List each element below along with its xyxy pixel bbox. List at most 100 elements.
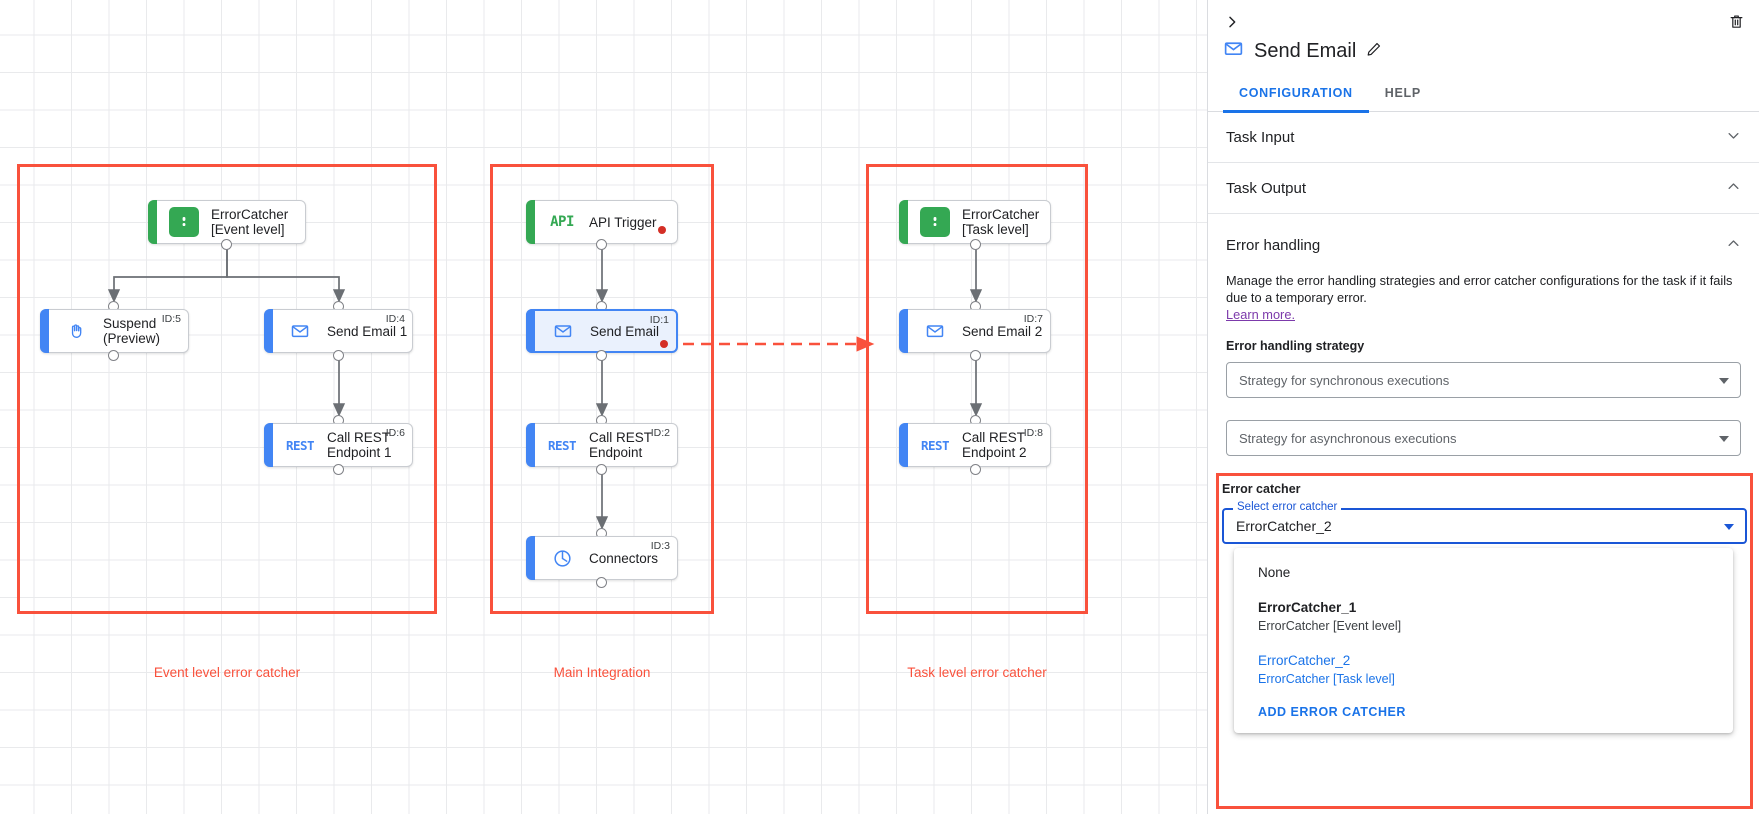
node-call-rest-endpoint-1[interactable]: REST Call REST Endpoint 1 ID:6 <box>264 423 413 467</box>
async-strategy-value: Strategy for asynchronous executions <box>1239 430 1457 446</box>
sync-strategy-select[interactable]: Strategy for synchronous executions <box>1226 362 1741 398</box>
node-id-tag: ID:4 <box>385 313 405 325</box>
section-title: Task Input <box>1226 128 1295 146</box>
node-error-indicator <box>660 340 668 348</box>
section-title: Error handling <box>1226 236 1321 254</box>
envelope-icon <box>548 316 578 346</box>
node-api-trigger[interactable]: API API Trigger <box>526 200 678 244</box>
chevron-up-icon <box>1726 179 1741 197</box>
learn-more-link[interactable]: Learn more. <box>1226 307 1295 322</box>
node-port-out[interactable] <box>970 464 981 475</box>
node-send-email[interactable]: Send Email ID:1 <box>526 309 678 353</box>
node-label: Call REST Endpoint 2 <box>962 430 1027 460</box>
node-port-out[interactable] <box>970 350 981 361</box>
node-accent-stripe <box>40 309 49 353</box>
error-catcher-block: Error catcher Select error catcher Error… <box>1222 482 1747 544</box>
menu-item-errorcatcher-1[interactable]: ErrorCatcher_1 ErrorCatcher [Event level… <box>1234 593 1733 640</box>
node-connectors[interactable]: Connectors ID:3 <box>526 536 678 580</box>
node-errorcatcher-event-level[interactable]: ErrorCatcher [Event level] <box>148 200 306 244</box>
error-catcher-icon <box>920 207 950 237</box>
node-id-tag: ID:2 <box>650 427 670 439</box>
panel-header: Send Email <box>1208 0 1759 78</box>
tab-configuration[interactable]: CONFIGURATION <box>1223 78 1369 113</box>
node-id-tag: ID:3 <box>650 540 670 552</box>
node-suspend[interactable]: Suspend (Preview) ID:5 <box>40 309 189 353</box>
panel-tabs: CONFIGURATION HELP <box>1208 78 1759 113</box>
select-error-catcher-dropdown[interactable]: Select error catcher ErrorCatcher_2 <box>1222 501 1747 544</box>
node-send-email-1[interactable]: Send Email 1 ID:4 <box>264 309 413 353</box>
group-label-event-level: Event level error catcher <box>153 665 301 680</box>
select-error-catcher-label: Select error catcher <box>1233 501 1342 513</box>
hand-icon <box>61 316 91 346</box>
menu-item-primary: None <box>1258 565 1291 580</box>
node-call-rest-endpoint[interactable]: REST Call REST Endpoint ID:2 <box>526 423 678 467</box>
node-label: ErrorCatcher [Event level] <box>211 207 289 237</box>
add-error-catcher-button[interactable]: ADD ERROR CATCHER <box>1258 705 1406 719</box>
node-port-out[interactable] <box>596 577 607 588</box>
node-port-out[interactable] <box>221 239 232 250</box>
group-box-main-integration <box>490 164 714 614</box>
task-config-panel: Send Email CONFIGURATION HELP Task Input… <box>1207 0 1759 814</box>
node-accent-stripe <box>264 423 273 467</box>
chevron-up-icon <box>1726 236 1741 254</box>
rest-icon: REST <box>285 437 315 453</box>
node-label: API Trigger <box>589 214 657 230</box>
error-handling-description: Manage the error handling strategies and… <box>1226 272 1741 323</box>
group-box-task-level <box>866 164 1088 614</box>
node-accent-stripe <box>526 536 535 580</box>
node-id-tag: ID:5 <box>161 313 181 325</box>
rest-icon: REST <box>547 437 577 453</box>
chevron-right-icon[interactable] <box>1218 8 1246 36</box>
node-send-email-2[interactable]: Send Email 2 ID:7 <box>899 309 1051 353</box>
error-catcher-icon <box>169 207 199 237</box>
node-port-out[interactable] <box>333 464 344 475</box>
node-label: Call REST Endpoint <box>589 430 653 460</box>
node-label: Send Email <box>590 323 660 339</box>
node-accent-stripe <box>148 200 157 244</box>
envelope-icon <box>285 316 315 346</box>
pencil-icon[interactable] <box>1366 41 1382 62</box>
node-label: Suspend (Preview) <box>103 316 161 346</box>
section-task-input[interactable]: Task Input <box>1208 112 1759 163</box>
chevron-down-icon <box>1726 128 1741 146</box>
menu-item-none[interactable]: None <box>1234 558 1733 587</box>
node-id-tag: ID:8 <box>1023 427 1043 439</box>
error-catcher-options-menu: None ErrorCatcher_1 ErrorCatcher [Event … <box>1234 548 1733 733</box>
section-error-handling: Error handling Manage the error handling… <box>1208 214 1759 456</box>
node-call-rest-endpoint-2[interactable]: REST Call REST Endpoint 2 ID:8 <box>899 423 1051 467</box>
node-port-out[interactable] <box>108 350 119 361</box>
node-port-out[interactable] <box>596 464 607 475</box>
node-label: Send Email 1 <box>327 323 408 339</box>
section-task-output[interactable]: Task Output <box>1208 163 1759 214</box>
description-text: Manage the error handling strategies and… <box>1226 273 1733 305</box>
menu-item-primary: ErrorCatcher_2 <box>1258 653 1351 668</box>
node-accent-stripe <box>899 309 908 353</box>
node-errorcatcher-task-level[interactable]: ErrorCatcher [Task level] <box>899 200 1051 244</box>
select-error-catcher-value: ErrorCatcher_2 <box>1236 518 1332 534</box>
node-port-out[interactable] <box>970 239 981 250</box>
async-strategy-select[interactable]: Strategy for asynchronous executions <box>1226 420 1741 456</box>
node-label: Call REST Endpoint 1 <box>327 430 392 460</box>
error-handling-header[interactable]: Error handling <box>1226 226 1741 264</box>
node-label: ErrorCatcher [Task level] <box>962 207 1040 237</box>
chevron-down-icon <box>1719 436 1729 442</box>
chevron-down-icon <box>1719 378 1729 384</box>
menu-item-secondary: ErrorCatcher [Event level] <box>1258 619 1402 633</box>
node-port-out[interactable] <box>333 350 344 361</box>
node-accent-stripe <box>526 200 535 244</box>
trash-icon[interactable] <box>1722 7 1750 35</box>
node-error-indicator <box>658 226 666 234</box>
node-port-out[interactable] <box>596 239 607 250</box>
envelope-icon <box>920 316 950 346</box>
envelope-icon <box>1223 38 1244 64</box>
node-accent-stripe <box>899 423 908 467</box>
workflow-canvas[interactable]: Event level error catcher Main Integrati… <box>0 0 1207 814</box>
node-accent-stripe <box>526 309 535 353</box>
error-catcher-heading: Error catcher <box>1222 482 1301 496</box>
menu-item-errorcatcher-2[interactable]: ErrorCatcher_2 ErrorCatcher [Task level] <box>1234 646 1733 693</box>
node-accent-stripe <box>264 309 273 353</box>
rest-icon: REST <box>920 437 950 453</box>
tab-help[interactable]: HELP <box>1384 86 1421 100</box>
node-port-out[interactable] <box>596 350 607 361</box>
